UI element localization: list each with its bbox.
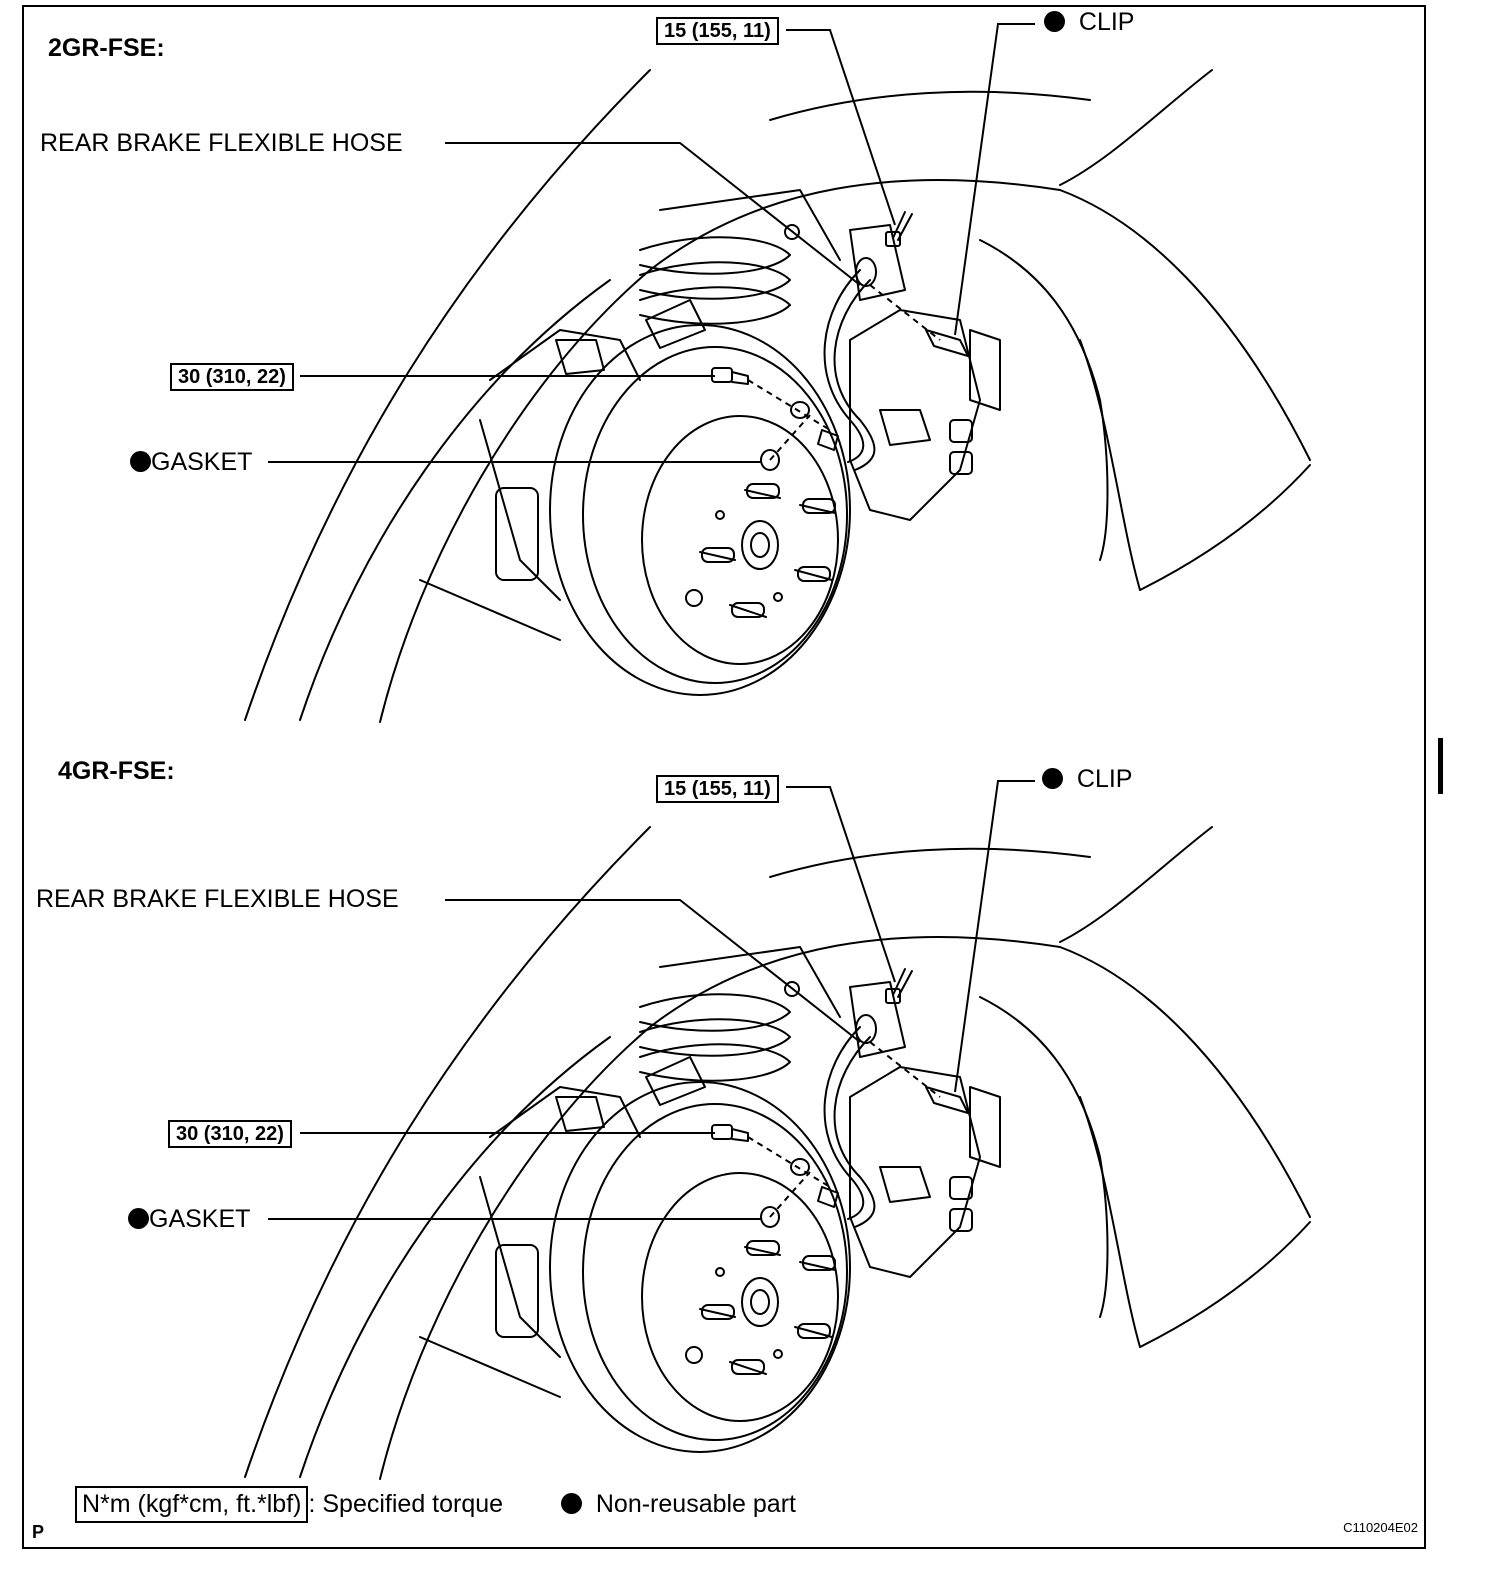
panel-2gr-fse: 2GR-FSE: 15 (155, 11) CLIP REAR BRAKE FL…	[0, 0, 1504, 760]
brake-assembly-drawing	[244, 780, 1311, 1480]
nonreusable-dot-icon	[130, 451, 151, 472]
nonreusable-legend-text: Non-reusable part	[595, 1490, 796, 1518]
torque-legend-text: : Specified torque	[308, 1490, 504, 1518]
brake-assembly-drawing	[244, 23, 1311, 723]
clip-text: CLIP	[1078, 8, 1135, 36]
margin-bar	[1438, 738, 1443, 794]
torque-label-union-bolt: 15 (155, 11)	[656, 17, 779, 45]
clip-label: CLIP	[1042, 767, 1133, 792]
torque-unit-box: N*m (kgf*cm, ft.*lbf)	[75, 1486, 309, 1523]
nonreusable-dot-icon	[1042, 768, 1063, 789]
hose-label: REAR BRAKE FLEXIBLE HOSE	[40, 129, 403, 157]
nonreusable-dot-icon	[1044, 11, 1065, 32]
engine-header: 4GR-FSE:	[58, 757, 175, 785]
legend: N*m (kgf*cm, ft.*lbf): Specified torque …	[75, 1486, 796, 1523]
nonreusable-dot-icon	[560, 1493, 582, 1514]
nonreusable-dot-icon	[128, 1208, 149, 1229]
gasket-text: GASKET	[149, 1205, 251, 1233]
gasket-text: GASKET	[151, 448, 253, 476]
corner-mark: P	[32, 1522, 45, 1542]
torque-label-union-bolt: 15 (155, 11)	[656, 775, 779, 803]
figure-code: C110204E02	[1343, 1520, 1418, 1535]
clip-label: CLIP	[1044, 10, 1135, 35]
panel-4gr-fse: 4GR-FSE: 15 (155, 11) CLIP REAR BRAKE FL…	[0, 757, 1504, 1517]
gasket-label: GASKET	[130, 450, 252, 475]
clip-text: CLIP	[1076, 765, 1133, 793]
gasket-label: GASKET	[128, 1207, 250, 1232]
hose-label: REAR BRAKE FLEXIBLE HOSE	[36, 885, 399, 913]
engine-header: 2GR-FSE:	[48, 34, 165, 62]
figure-frame	[22, 5, 1426, 1549]
torque-label-bolt: 30 (310, 22)	[170, 363, 294, 391]
torque-label-bolt: 30 (310, 22)	[168, 1120, 292, 1148]
